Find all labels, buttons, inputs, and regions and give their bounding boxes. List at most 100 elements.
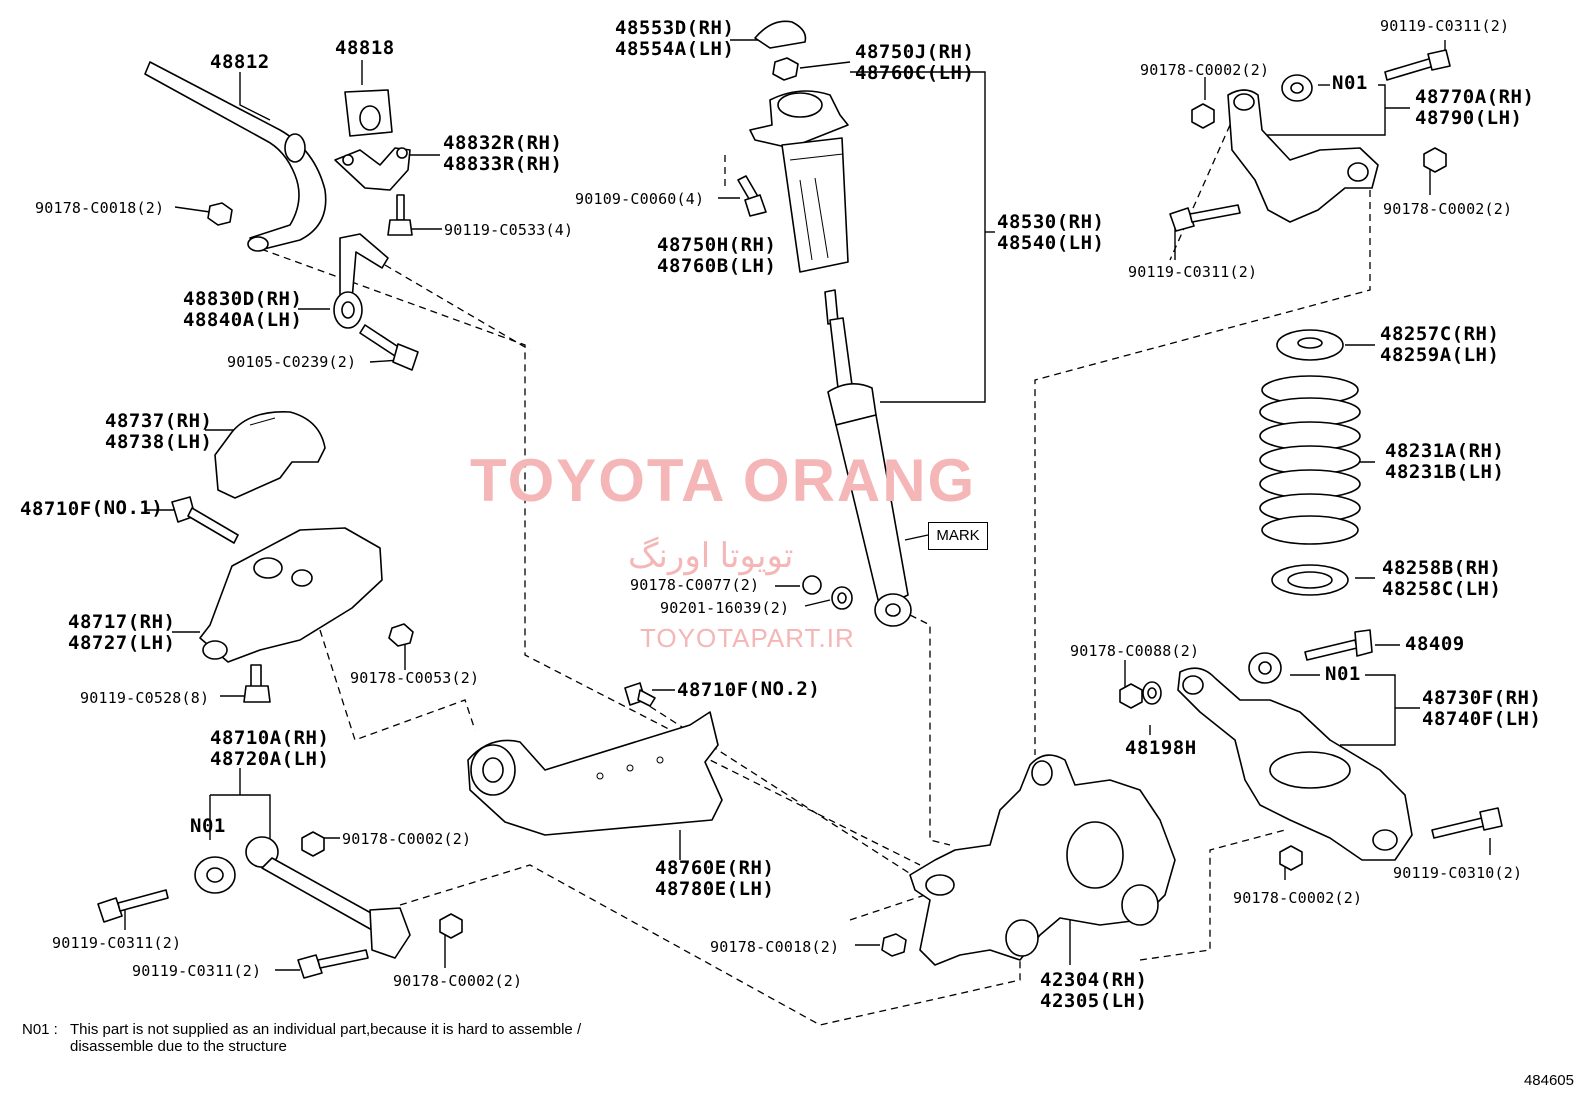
- label-48760e[interactable]: 48760E(RH) 48780E(LH): [655, 857, 775, 900]
- bump-stopper: [781, 137, 849, 273]
- label-48812[interactable]: 48812: [210, 51, 270, 73]
- label-48710f-no2-sub: (NO.2): [748, 678, 821, 700]
- label-90178-c0088[interactable]: 90178-C0088(2): [1070, 642, 1200, 660]
- dust-cap: [754, 20, 807, 49]
- mark-callout: MARK: [928, 522, 988, 550]
- bolt-48710f-no2: [624, 682, 656, 707]
- bushing-n01-left: [194, 856, 236, 894]
- footnote-line1: This part is not supplied as an individu…: [70, 1021, 582, 1038]
- label-90105-c0239[interactable]: 90105-C0239(2): [227, 353, 357, 371]
- label-90178-c0002-br[interactable]: 90178-C0002(2): [1233, 889, 1363, 907]
- label-90178-c0002-bl[interactable]: 90178-C0002(2): [342, 830, 472, 848]
- upper-spring-insulator: [1276, 329, 1344, 361]
- stabilizer-bar: [144, 61, 327, 252]
- label-48818[interactable]: 48818: [335, 37, 395, 59]
- footnote-n01: N01 : This part is not supplied as an ind…: [22, 1021, 581, 1055]
- footnote-line2: disassemble due to the structure: [70, 1038, 287, 1055]
- bolt-90109-c0060: [737, 175, 767, 217]
- bolt-48409: [1304, 629, 1373, 661]
- label-48730f[interactable]: 48730F(RH) 48740F(LH): [1422, 687, 1542, 730]
- label-48258b[interactable]: 48258B(RH) 48258C(LH): [1382, 557, 1502, 600]
- bolt-90119-c0311-tr: [1384, 49, 1451, 81]
- label-48257c[interactable]: 48257C(RH) 48259A(LH): [1380, 323, 1500, 366]
- nut-90178-c0002-bl2: [439, 913, 463, 939]
- label-48770a[interactable]: 48770A(RH) 48790(LH): [1415, 86, 1535, 129]
- lower-arm-cover: [214, 411, 326, 499]
- watermark-main: TOYOTA ORANG: [470, 447, 977, 514]
- lower-control-arm: [1177, 667, 1413, 861]
- stabilizer-bushing: [344, 89, 393, 137]
- label-90119-c0311-bl1[interactable]: 90119-C0311(2): [52, 934, 182, 952]
- upper-support: [749, 90, 849, 149]
- stabilizer-link: [333, 233, 389, 329]
- bushing-bracket: [334, 147, 411, 191]
- label-48737[interactable]: 48737(RH) 48738(LH): [105, 410, 213, 453]
- label-90119-c0528[interactable]: 90119-C0528(8): [80, 689, 210, 707]
- label-90178-c0018-bottom[interactable]: 90178-C0018(2): [710, 938, 840, 956]
- label-90178-c0002-tr1[interactable]: 90178-C0002(2): [1140, 61, 1270, 79]
- nut-90178-c0088: [1119, 683, 1143, 709]
- diagram-code: 484605: [1523, 1072, 1574, 1089]
- bolt-90119-c0528: [243, 664, 271, 703]
- label-90178-c0077[interactable]: 90178-C0077(2): [630, 576, 760, 594]
- label-48832r[interactable]: 48832R(RH) 48833R(RH): [443, 132, 563, 175]
- nut-90178-c0002-tr1: [1191, 103, 1215, 129]
- rear-axle-carrier: [909, 754, 1176, 966]
- label-48710a[interactable]: 48710A(RH) 48720A(LH): [210, 727, 330, 770]
- label-48830d[interactable]: 48830D(RH) 48840A(LH): [183, 288, 303, 331]
- label-90119-c0311-bl2[interactable]: 90119-C0311(2): [132, 962, 262, 980]
- label-90119-c0311-tr2[interactable]: 90119-C0311(2): [1128, 263, 1258, 281]
- nut-90178-c0053: [388, 623, 414, 647]
- label-n01-top[interactable]: N01: [1332, 72, 1368, 94]
- label-90119-c0533[interactable]: 90119-C0533(4): [444, 221, 574, 239]
- nut-90178-c0002-br: [1279, 845, 1303, 871]
- label-48710f-no1-sub: (NO.1): [91, 497, 164, 519]
- label-48530[interactable]: 48530(RH) 48540(LH): [997, 211, 1105, 254]
- label-48710f-no2[interactable]: 48710F(NO.2): [677, 678, 821, 701]
- label-90119-c0311-tr[interactable]: 90119-C0311(2): [1380, 17, 1510, 35]
- toe-control-arm: [467, 711, 723, 836]
- washer-90201-16039: [831, 586, 853, 610]
- label-n01-left[interactable]: N01: [190, 815, 226, 837]
- upper-control-arm: [1227, 89, 1379, 223]
- collar-90178-c0077: [802, 575, 822, 595]
- label-90178-c0002-tr2[interactable]: 90178-C0002(2): [1383, 200, 1513, 218]
- lower-spring-insulator: [1271, 564, 1349, 596]
- label-48710f-no1[interactable]: 48710F(NO.1): [20, 497, 164, 520]
- coil-spring: [1259, 375, 1361, 545]
- label-48231a[interactable]: 48231A(RH) 48231B(LH): [1385, 440, 1505, 483]
- bushing-n01-top: [1281, 74, 1313, 102]
- label-48750j[interactable]: 48750J(RH) 48760C(LH): [855, 41, 975, 84]
- washer-48198h: [1142, 681, 1162, 705]
- bolt-90119-c0311-bl2: [297, 949, 369, 979]
- label-90178-c0053[interactable]: 90178-C0053(2): [350, 669, 480, 687]
- label-48553d[interactable]: 48553D(RH) 48554A(LH): [615, 17, 735, 60]
- nut-90178-c0002-tr2: [1423, 147, 1447, 173]
- nut-90178-c0018-bottom: [881, 933, 907, 957]
- watermark-site: TOYOTAPART.IR: [640, 623, 855, 653]
- label-90178-c0018-top[interactable]: 90178-C0018(2): [35, 199, 165, 217]
- label-90201-16039[interactable]: 90201-16039(2): [660, 599, 790, 617]
- label-48750h[interactable]: 48750H(RH) 48760B(LH): [657, 234, 777, 277]
- bolt-90119-c0310: [1431, 807, 1503, 839]
- nut-90178-c0002-bl: [301, 831, 325, 857]
- label-90109-c0060[interactable]: 90109-C0060(4): [575, 190, 705, 208]
- lower-arm-bracket: [199, 527, 383, 663]
- label-48198h[interactable]: 48198H: [1125, 737, 1197, 759]
- shock-absorber: [824, 289, 912, 627]
- bolt-48710f-no1: [171, 496, 239, 544]
- assembly-dashed-lines: [249, 124, 1371, 1026]
- footnote-key: N01 :: [22, 1021, 58, 1038]
- bolt-90119-c0311-tr2: [1169, 204, 1241, 232]
- nut-48750j: [772, 57, 799, 81]
- label-48409[interactable]: 48409: [1405, 633, 1465, 655]
- nut-90178-c0018-top: [207, 202, 233, 226]
- bolt-90119-c0533: [387, 194, 413, 236]
- label-n01-right[interactable]: N01: [1325, 663, 1361, 685]
- lateral-link: [245, 836, 411, 959]
- label-42304[interactable]: 42304(RH) 42305(LH): [1040, 969, 1148, 1012]
- label-90119-c0310[interactable]: 90119-C0310(2): [1393, 864, 1523, 882]
- label-90178-c0002-bl2[interactable]: 90178-C0002(2): [393, 972, 523, 990]
- label-48717[interactable]: 48717(RH) 48727(LH): [68, 611, 176, 654]
